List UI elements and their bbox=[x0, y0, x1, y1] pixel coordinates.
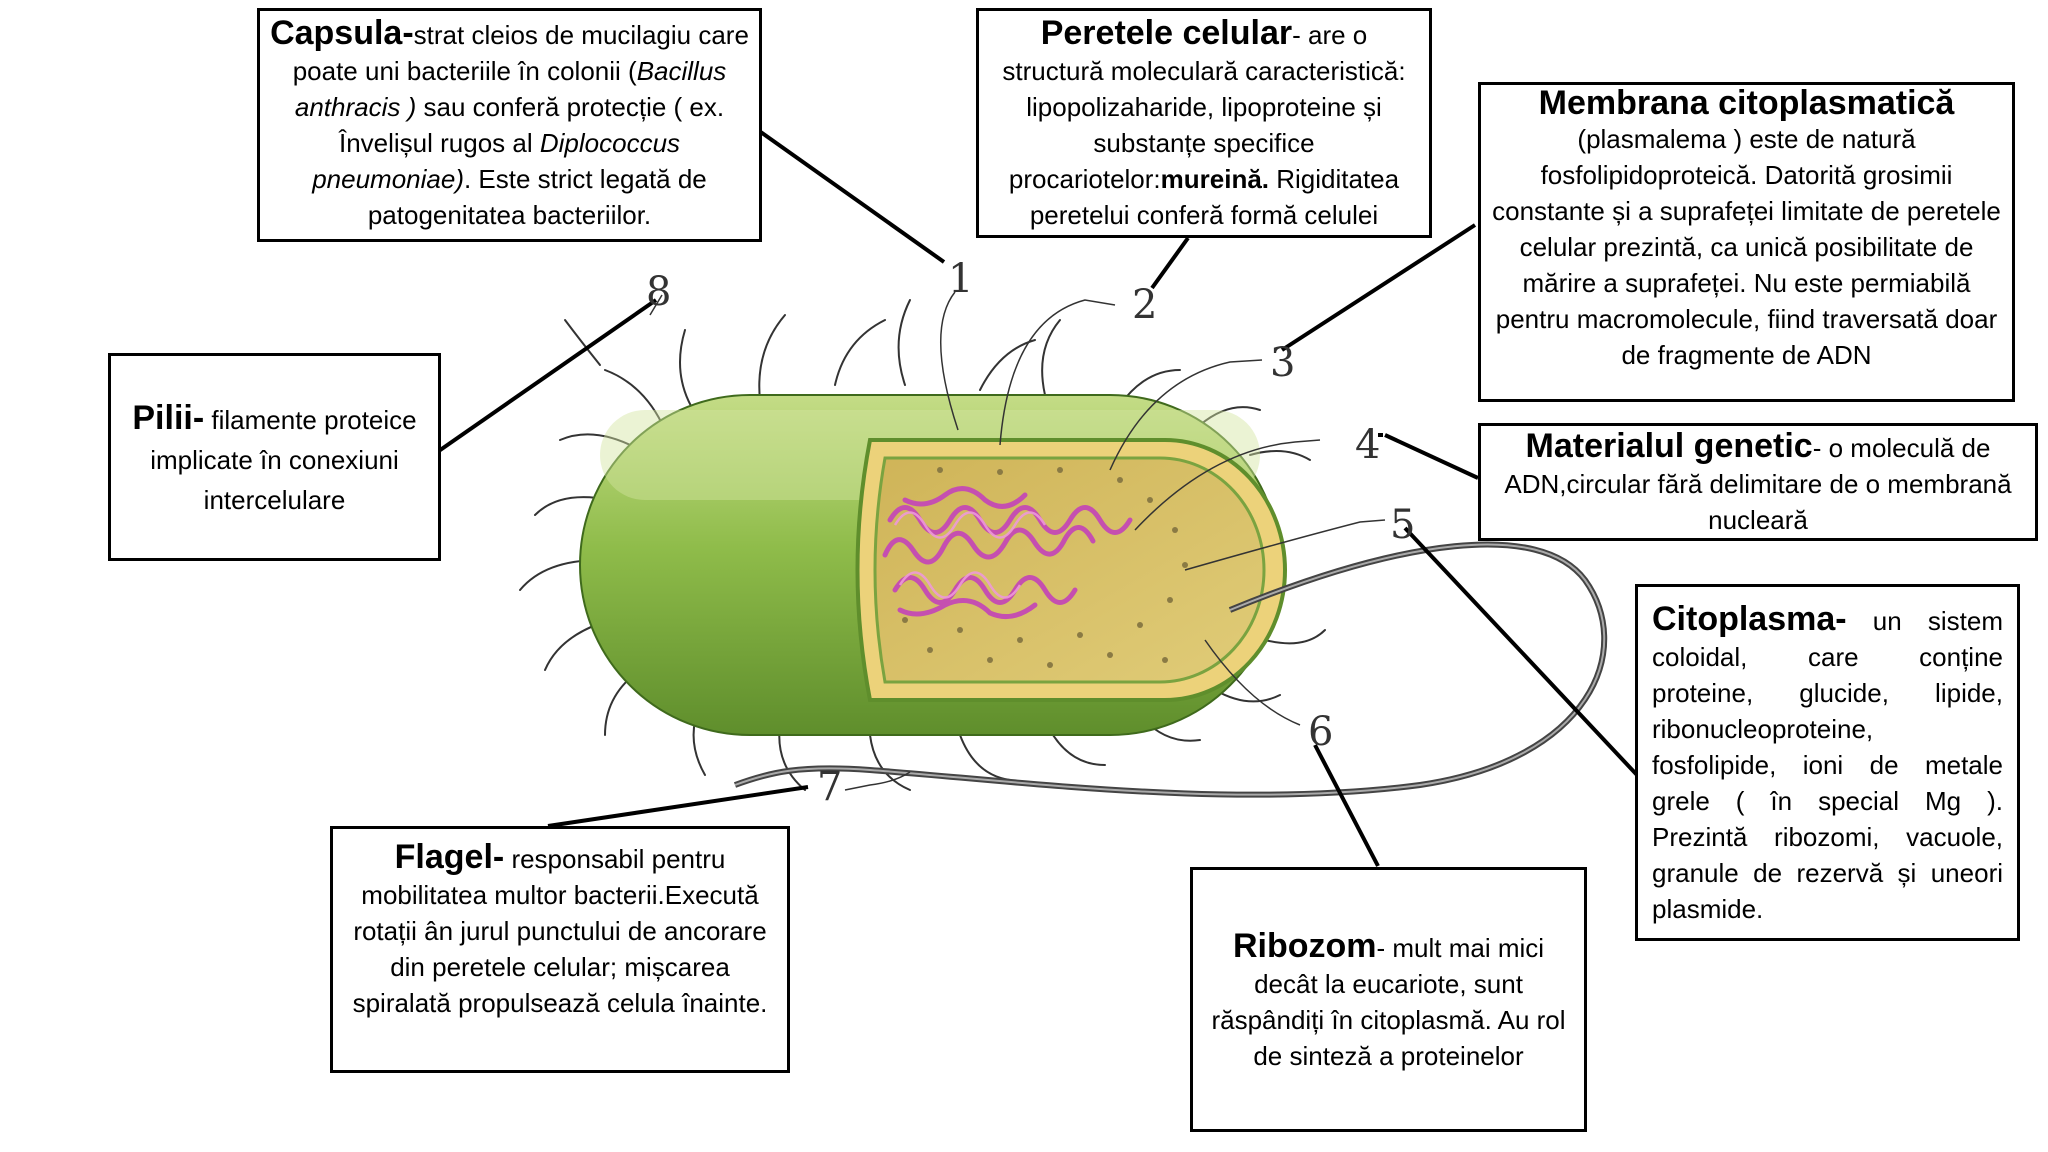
material-label-box: Materialul genetic- o moleculă de ADN,ci… bbox=[1478, 423, 2038, 541]
perete-label-box: Peretele celular- are o structură molecu… bbox=[976, 8, 1432, 238]
ribozom-label-box: Ribozom- mult mai mici decât la eucariot… bbox=[1190, 867, 1587, 1132]
capsula-text-b: sau conferă protecție ( ex. Învelișul ru… bbox=[338, 92, 725, 158]
flagel-text: responsabil pentru mobilitatea multor ba… bbox=[352, 844, 768, 1018]
citoplasma-label-box: Citoplasma- un sistem coloidal, care con… bbox=[1635, 584, 2020, 941]
pili-label-box: Pilii- filamente proteice implicate în c… bbox=[108, 353, 441, 561]
ribozom-title: Ribozom bbox=[1232, 927, 1377, 965]
membrana-label-box: Membrana citoplasmatică (plasmalema ) es… bbox=[1478, 82, 2015, 402]
material-text: - o moleculă de ADN,circular fără delimi… bbox=[1504, 433, 2012, 535]
number-5: 5 bbox=[1390, 502, 1415, 548]
capsula-italic-b: Diplococcus pneumoniae) bbox=[312, 128, 681, 194]
number-1: 1 bbox=[948, 256, 973, 302]
ribozom-text: - mult mai mici decât la eucariote, sunt… bbox=[1211, 933, 1566, 1071]
citoplasma-title: Citoplasma- bbox=[1652, 600, 1847, 638]
citoplasma-text: un sistem coloidal, care conține protein… bbox=[1652, 606, 2003, 924]
ribosome-dots bbox=[902, 467, 1188, 668]
number-3: 3 bbox=[1270, 340, 1295, 386]
number-2: 2 bbox=[1132, 282, 1157, 328]
capsula-text-a: strat cleios de mucilagiu care poate uni… bbox=[292, 20, 749, 86]
material-title: Materialul genetic bbox=[1525, 427, 1813, 465]
flagel-title: Flagel- bbox=[394, 838, 505, 876]
pili-title: Pilii- bbox=[132, 399, 205, 437]
cytoplasm-area bbox=[873, 456, 1266, 684]
label-pointer-lines bbox=[649, 291, 1386, 791]
pili-text: filamente proteice implicate în conexiun… bbox=[150, 405, 417, 515]
perete-bold: mureină. bbox=[1160, 164, 1270, 194]
flagel-label-box: Flagel- responsabil pentru mobilitatea m… bbox=[330, 826, 790, 1073]
membrana-title: Membrana citoplasmatică bbox=[1538, 84, 1955, 122]
number-7: 7 bbox=[817, 764, 842, 810]
number-8: 8 bbox=[646, 269, 671, 315]
bacterial-cell bbox=[579, 394, 1287, 736]
perete-text-b: Rigiditatea peretelui conferă formă celu… bbox=[1029, 164, 1400, 230]
capsula-title: Capsula- bbox=[270, 14, 414, 52]
capsula-label-box: Capsula-strat cleios de mucilagiu care p… bbox=[257, 8, 762, 242]
perete-title: Peretele celular bbox=[1040, 14, 1293, 52]
number-6: 6 bbox=[1308, 709, 1333, 755]
perete-text-a: - are o structură moleculară caracterist… bbox=[1002, 20, 1406, 194]
membrana-text: (plasmalema ) este de natură fosfolipido… bbox=[1492, 124, 2001, 370]
capsula-italic-a: Bacillus anthracis ) bbox=[294, 56, 727, 122]
connector-lines bbox=[431, 126, 1639, 867]
number-4: 4 bbox=[1355, 422, 1380, 468]
capsula-text-c: . Este strict legată de patogenitatea ba… bbox=[367, 164, 707, 230]
